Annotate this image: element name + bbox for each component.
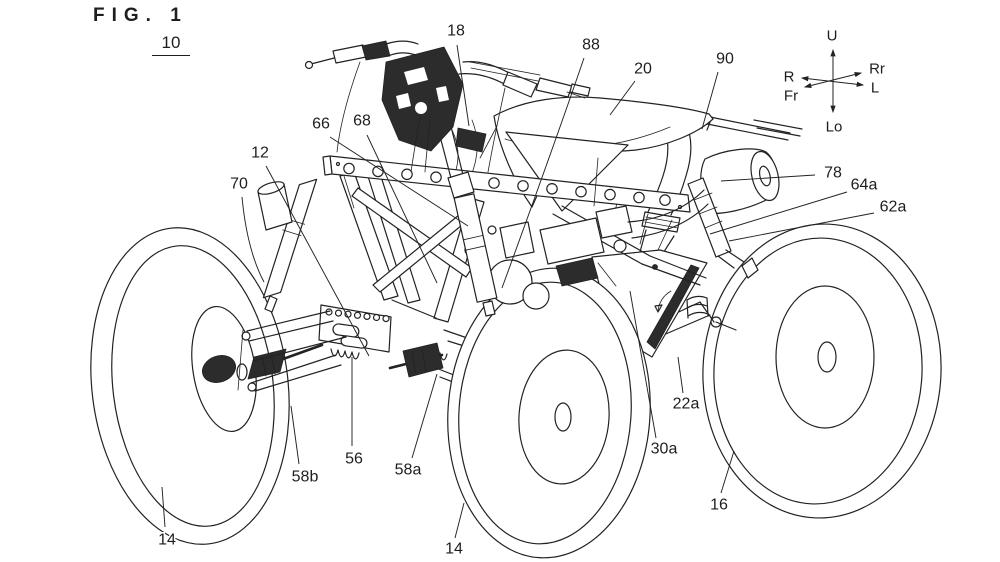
coil-spring-left (330, 348, 360, 360)
steering-assembly (381, 46, 487, 199)
headstock (381, 46, 464, 152)
leader-line-70 (241, 196, 265, 283)
ref-label-78: 78 (824, 165, 842, 182)
cv-boot-left (247, 348, 287, 380)
ref-label-58b: 58b (292, 469, 319, 486)
ref-label-18: 18 (447, 23, 465, 40)
leader-line-16 (720, 450, 735, 494)
exhaust-pipe (627, 189, 705, 223)
ref-label-56: 56 (345, 451, 363, 468)
leader-line-78 (720, 174, 816, 182)
compass-label-up: U (827, 28, 838, 45)
ref-label-30a: 30a (651, 441, 678, 458)
ref-label-58a: 58a (395, 462, 422, 479)
leader-line-14 (161, 486, 166, 528)
ref-label-64a: 64a (851, 177, 878, 194)
leader-line-20 (609, 80, 636, 116)
front-right-shock (453, 193, 498, 317)
control-cable (336, 61, 361, 153)
rear-knuckle (741, 257, 759, 279)
front-right-wheel (447, 267, 651, 559)
front-left-wheel (90, 227, 290, 545)
seat-and-tank (479, 96, 714, 212)
leader-line-22a (677, 356, 684, 394)
frame-truss (339, 119, 619, 323)
leader-line-64a (709, 191, 848, 235)
ref-label-14: 14 (158, 532, 176, 549)
ref-label-62a: 62a (880, 199, 907, 216)
ref-label-66: 66 (312, 116, 330, 133)
leader-line-18 (456, 44, 470, 127)
ref-label-22a: 22a (673, 396, 700, 413)
leader-line-12 (265, 165, 370, 357)
rear-right-wheel (702, 223, 942, 519)
ref-label-14: 14 (445, 541, 463, 558)
leader-line-58a (411, 373, 438, 459)
leader-line-14 (454, 502, 465, 539)
leader-line-62a (728, 212, 875, 242)
compass-label-front: Fr (784, 88, 798, 105)
leader-line-88 (501, 57, 585, 289)
rotation-arrow (657, 290, 672, 313)
ref-label-20: 20 (634, 61, 652, 78)
ref-label-16: 16 (710, 497, 728, 514)
handlebar (304, 40, 591, 173)
leader-line-58b (290, 405, 300, 465)
figure-number: 10 (152, 33, 190, 56)
tank-side-cover (505, 131, 629, 212)
compass-label-lower: Lo (826, 119, 843, 136)
right-grip (502, 71, 538, 98)
front-carrier-bar (322, 155, 691, 213)
front-left-suspension-arms (237, 310, 347, 392)
rear-shock-absorber (687, 177, 759, 279)
rear-carrier-rack (699, 114, 803, 141)
front-left-shock (257, 178, 318, 313)
lower-gearcase (247, 304, 448, 380)
orientation-compass: U Lo R Fr RrL (784, 28, 885, 136)
front-left-hub-boot (202, 355, 236, 383)
ref-label-68: 68 (353, 113, 371, 130)
leader-line-66 (329, 136, 469, 227)
compass-label-right: R (784, 69, 795, 86)
ref-label-12: 12 (251, 145, 269, 162)
muffler (700, 148, 780, 215)
ref-label-90: 90 (716, 51, 734, 68)
leader-line-90 (701, 71, 719, 130)
ref-label-70: 70 (230, 176, 248, 193)
figure-title: FIG. 1 (93, 5, 188, 26)
left-grip (332, 44, 367, 64)
compass-label-rear: Rr (869, 61, 885, 78)
leader-line-30a (629, 290, 657, 439)
cv-boot-center (402, 342, 444, 378)
ref-label-88: 88 (582, 37, 600, 54)
engine-assembly (464, 189, 709, 310)
leader-line-68 (366, 134, 438, 284)
compass-label-left: L (871, 80, 879, 97)
